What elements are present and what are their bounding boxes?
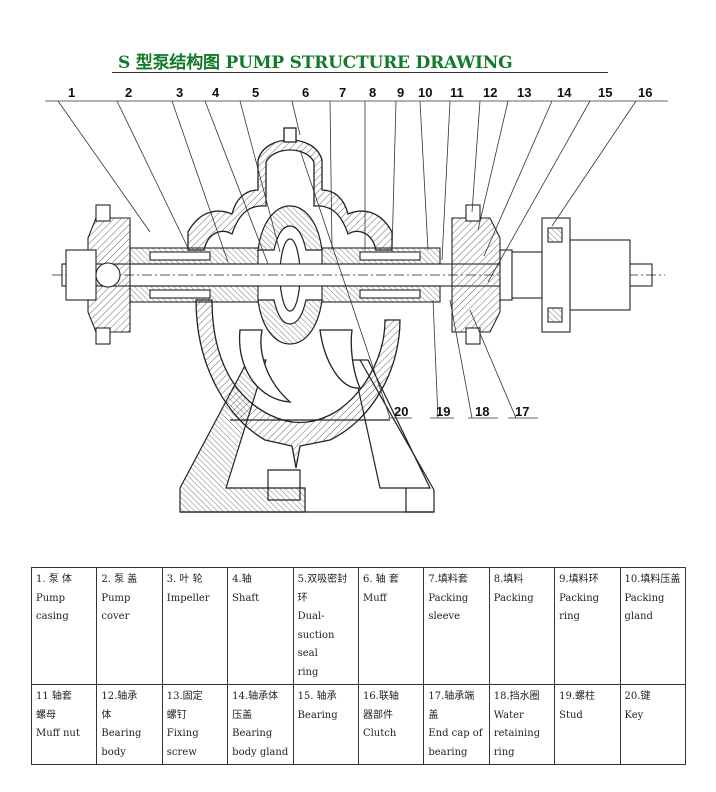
legend-cell-text: 10.填料压盖 Packing gland xyxy=(624,574,681,622)
legend-cell-text: 2. 泵 盖 Pump cover xyxy=(101,574,138,622)
legend-cell-text: 13.固定 螺钉 Fixing screw xyxy=(166,691,203,758)
title-underline xyxy=(112,72,608,73)
legend-cell: 20.键 Key xyxy=(619,684,687,765)
legend-cell: 6. 轴 套 Muff xyxy=(357,567,425,685)
page-title: S 型泵结构图 PUMP STRUCTURE DRAWING xyxy=(118,53,513,73)
legend-cell: 13.固定 螺钉 Fixing screw xyxy=(161,684,229,765)
legend-cell-text: 11 轴套 螺母 Muff nut xyxy=(36,691,80,739)
legend-cell: 4.轴 Shaft xyxy=(227,567,294,685)
legend-cell-text: 14.轴承体 压盖 Bearing body gland xyxy=(232,691,289,758)
callout-label: 5 xyxy=(252,85,259,100)
callout-label: 17 xyxy=(515,404,529,419)
legend-cell-text: 7.填料套 Packing sleeve xyxy=(428,574,469,622)
legend-cell-text: 12.轴承 体 Bearing body xyxy=(101,691,142,758)
legend-cell-text: 18.挡水圈 Water retaining ring xyxy=(493,691,541,758)
legend-cell-text: 20.键 Key xyxy=(624,691,651,721)
legend-cell: 15. 轴承 Bearing xyxy=(292,684,359,765)
callout-label: 4 xyxy=(212,85,220,100)
legend-cell-text: 17.轴承端 盖 End cap of bearing xyxy=(428,691,483,758)
leader-lines xyxy=(57,100,637,419)
legend-cell: 9.填料环 Packing ring xyxy=(554,567,621,685)
legend-row: 1. 泵 体 Pump casing 2. 泵 盖 Pump cover 3. … xyxy=(30,567,687,685)
callout-label: 12 xyxy=(483,85,497,100)
legend-cell: 11 轴套 螺母 Muff nut xyxy=(30,684,98,765)
callout-label: 20 xyxy=(394,404,408,419)
callout-numbers-bottom: 20 19 18 17 xyxy=(394,404,529,419)
legend-cell: 12.轴承 体 Bearing body xyxy=(96,684,163,765)
legend-cell-text: 3. 叶 轮 Impeller xyxy=(166,574,210,604)
coupling xyxy=(511,217,631,333)
legend-cell-text: 16.联轴 器部件 Clutch xyxy=(362,691,399,739)
callout-label: 11 xyxy=(450,85,464,100)
pump-structure-drawing: 1 2 3 4 5 6 7 8 9 10 11 12 13 14 15 16 2… xyxy=(45,85,668,513)
legend-cell: 8.填料 Packing xyxy=(488,567,556,685)
legend-cell: 2. 泵 盖 Pump cover xyxy=(96,567,163,685)
callout-label: 18 xyxy=(475,404,489,419)
impeller xyxy=(257,205,323,345)
callout-label: 7 xyxy=(339,85,346,100)
legend-cell-text: 9.填料环 Packing ring xyxy=(559,574,600,622)
legend-cell-text: 15. 轴承 Bearing xyxy=(297,691,338,721)
legend-cell-text: 4.轴 Shaft xyxy=(232,574,260,604)
callout-label: 8 xyxy=(369,85,376,100)
legend-cell-text: 1. 泵 体 Pump casing xyxy=(36,574,72,622)
callout-label: 14 xyxy=(557,85,572,100)
callout-label: 6 xyxy=(302,85,309,100)
callout-label: 13 xyxy=(517,85,531,100)
legend-cell: 5.双吸密封环 Dual-suction seal ring xyxy=(292,567,359,685)
legend-cell: 16.联轴 器部件 Clutch xyxy=(357,684,425,765)
legend-cell: 18.挡水圈 Water retaining ring xyxy=(488,684,556,765)
parts-legend-table: 1. 泵 体 Pump casing 2. 泵 盖 Pump cover 3. … xyxy=(30,567,687,765)
legend-cell: 7.填料套 Packing sleeve xyxy=(423,567,490,685)
pump-casing xyxy=(195,299,401,469)
callout-label: 16 xyxy=(638,85,652,100)
callout-label: 15 xyxy=(598,85,612,100)
legend-cell-text: 19.螺柱 Stud xyxy=(559,691,596,721)
callout-label: 9 xyxy=(397,85,404,100)
legend-cell: 17.轴承端 盖 End cap of bearing xyxy=(423,684,490,765)
legend-row: 11 轴套 螺母 Muff nut 12.轴承 体 Bearing body 1… xyxy=(30,684,687,765)
legend-cell: 19.螺柱 Stud xyxy=(554,684,621,765)
callout-label: 19 xyxy=(436,404,450,419)
callout-label: 3 xyxy=(176,85,183,100)
legend-cell: 3. 叶 轮 Impeller xyxy=(161,567,229,685)
callout-label: 2 xyxy=(125,85,132,100)
legend-cell: 1. 泵 体 Pump casing xyxy=(30,567,98,685)
callout-label: 10 xyxy=(418,85,432,100)
callout-numbers-top: 1 2 3 4 5 6 7 8 9 10 11 12 13 14 15 16 xyxy=(68,85,652,100)
legend-cell: 10.填料压盖 Packing gland xyxy=(619,567,687,685)
legend-cell-text: 8.填料 Packing xyxy=(493,574,534,604)
pump-cover xyxy=(187,127,393,251)
legend-cell-text: 5.双吸密封环 Dual-suction seal ring xyxy=(297,574,348,678)
left-bearing-assembly xyxy=(65,204,259,345)
callout-label: 1 xyxy=(68,85,75,100)
legend-cell: 14.轴承体 压盖 Bearing body gland xyxy=(227,684,294,765)
legend-cell-text: 6. 轴 套 Muff xyxy=(362,574,399,604)
